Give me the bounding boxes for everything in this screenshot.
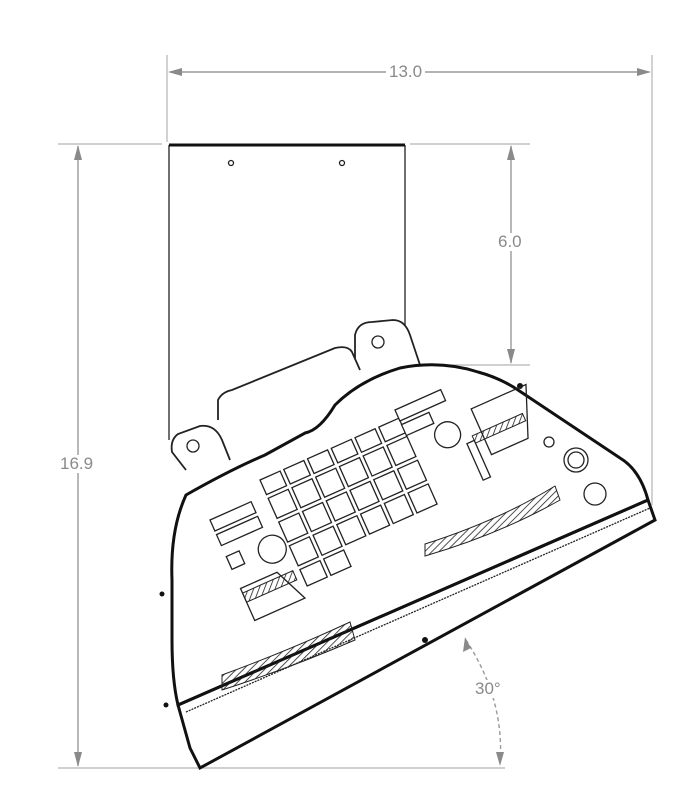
speaker-grille-right (424, 485, 561, 557)
right-control-cluster (394, 383, 529, 482)
dimension-label-height: 16.9 (57, 455, 97, 473)
enclosure-body (159, 319, 657, 771)
dimension-label-width: 13.0 (386, 63, 426, 81)
dimension-angle-30 (200, 637, 505, 769)
speaker-grille-left (221, 621, 356, 691)
left-control-cluster (209, 500, 307, 622)
dimension-width-13 (166, 55, 653, 505)
knob-controls (543, 436, 607, 506)
mounting-plate (168, 143, 406, 440)
mounting-hole-icon (338, 159, 346, 167)
keypad-grid (259, 417, 438, 587)
mounting-hole-icon (227, 159, 235, 167)
dimension-label-angle: 30° (472, 680, 504, 698)
dimension-label-plate: 6.0 (495, 233, 525, 251)
dimension-plate-6-0 (410, 143, 530, 366)
